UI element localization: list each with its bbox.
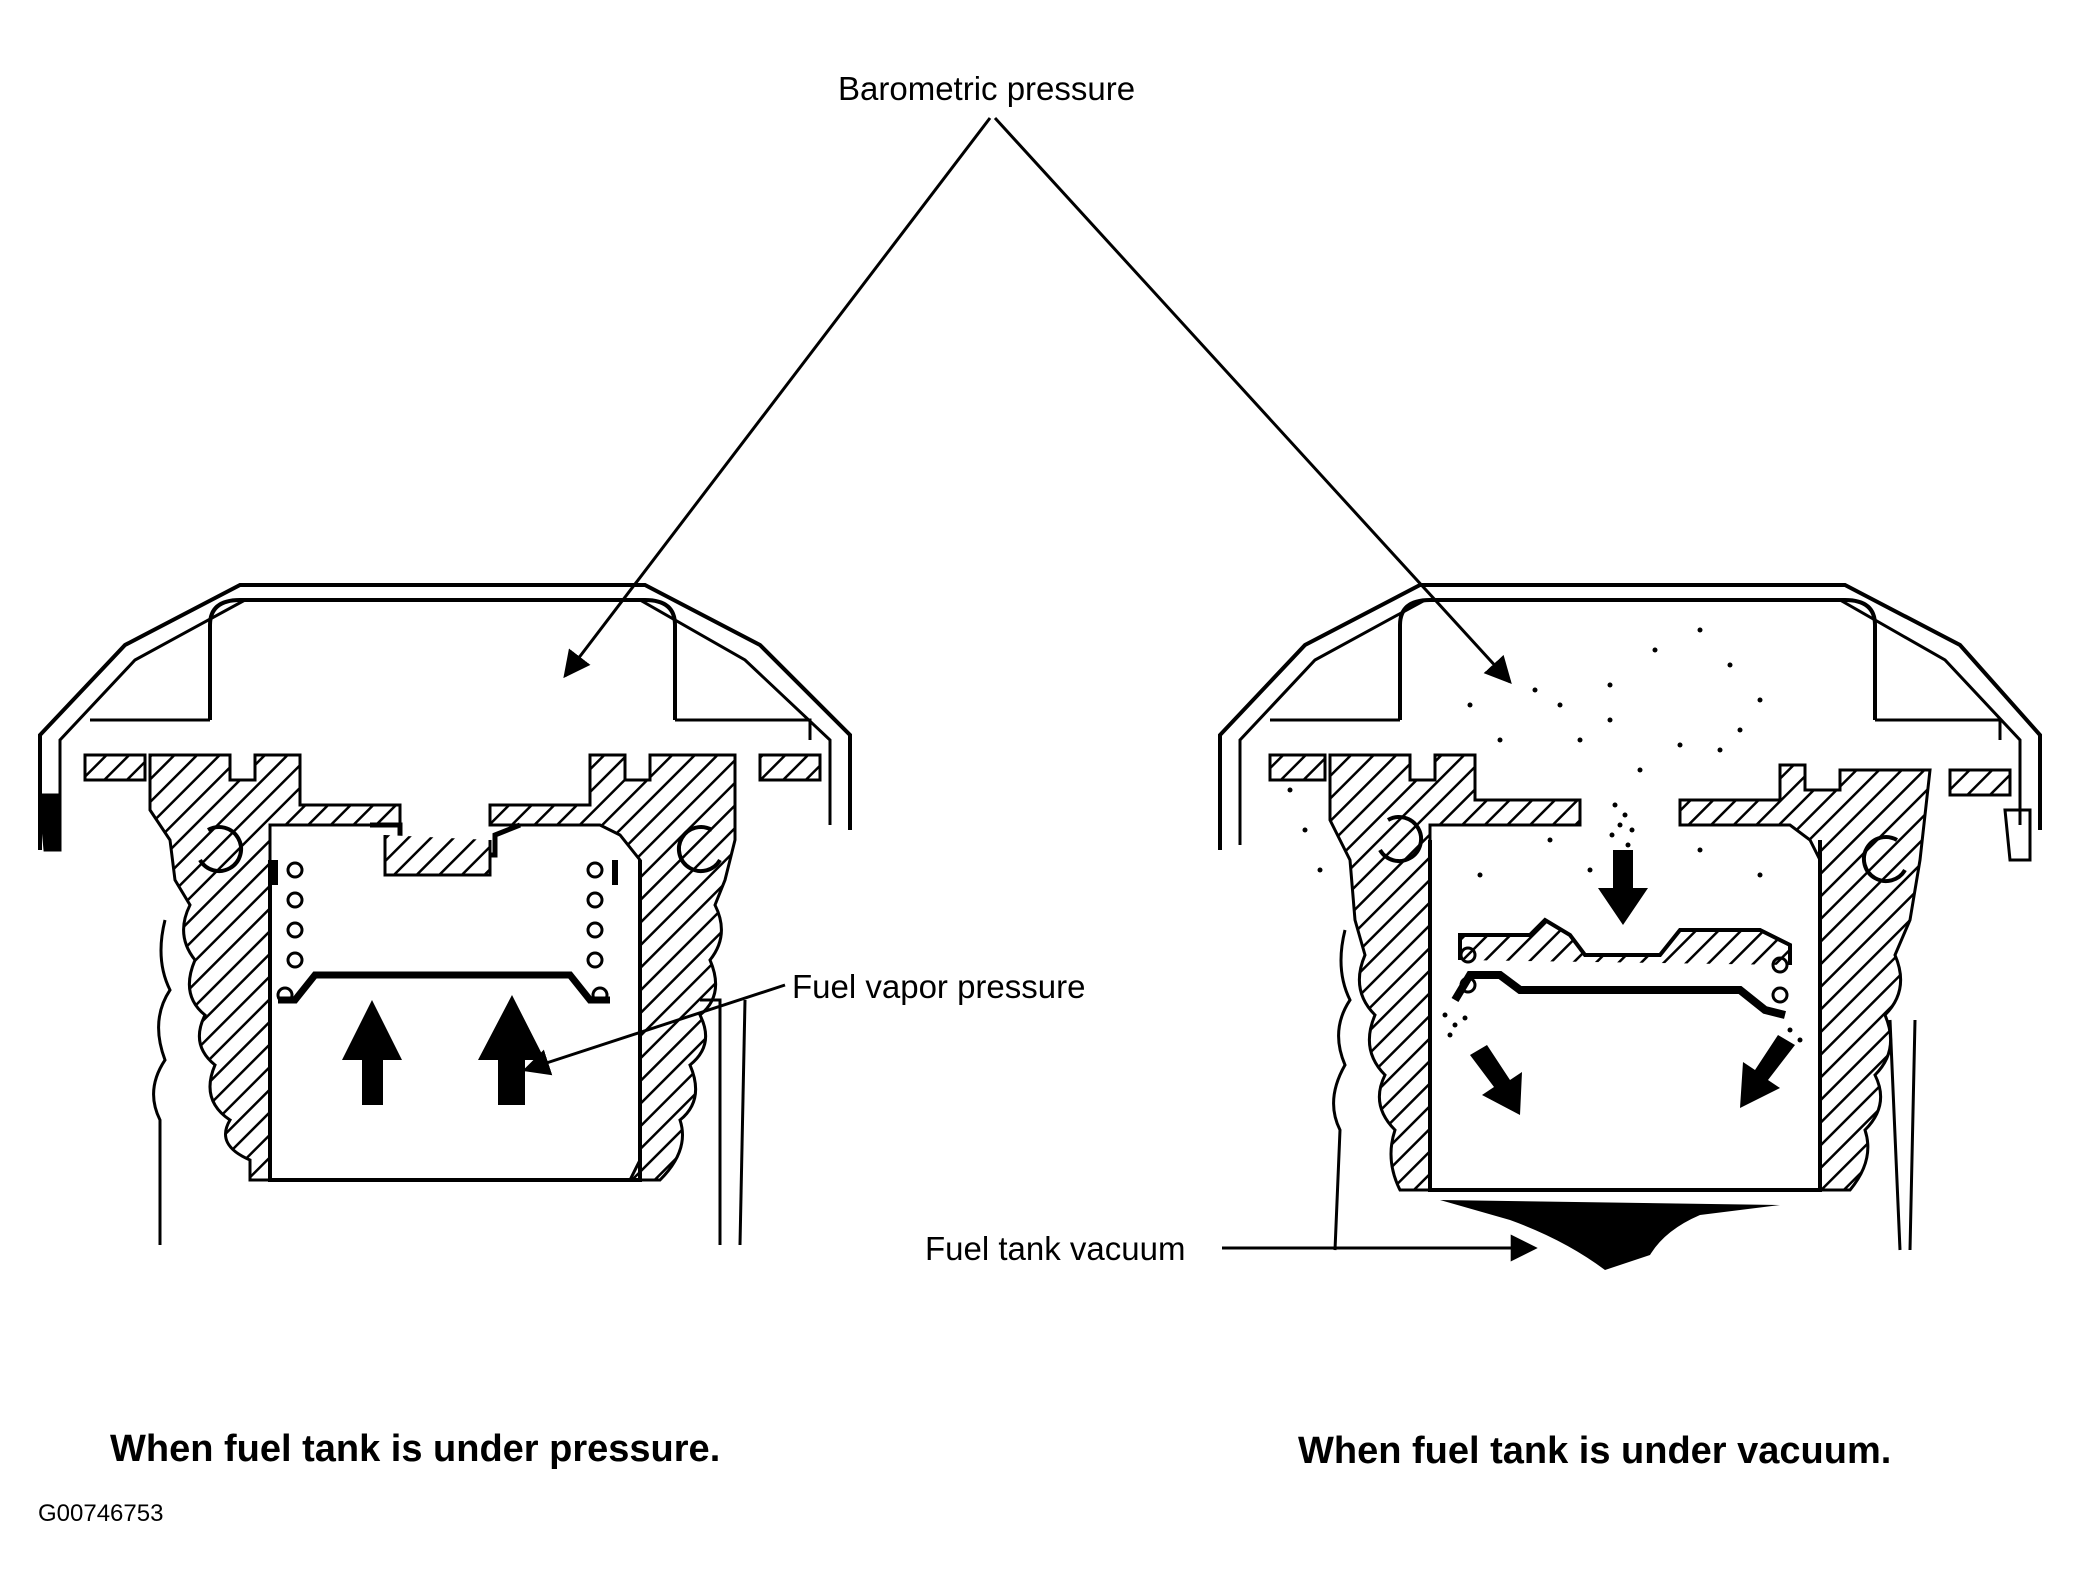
barometric-pressure-label: Barometric pressure <box>838 70 1136 107</box>
vacuum-suction-shape <box>1440 1200 1780 1270</box>
left-cap-body <box>148 753 402 1182</box>
fuel-tank-vacuum-label: Fuel tank vacuum <box>925 1230 1186 1267</box>
left-cap-shell <box>38 583 852 850</box>
up-arrow-icon <box>478 995 545 1105</box>
vacuum-flow-arrows <box>1440 850 1795 1270</box>
right-cap-body-right <box>1678 763 1932 1192</box>
vapor-pressure-arrows <box>342 995 545 1105</box>
left-valve-springs <box>276 861 609 1004</box>
left-cap-dome <box>208 598 677 720</box>
figure-id: G00746753 <box>38 1500 164 1527</box>
fuel-vapor-pressure-label: Fuel vapor pressure <box>792 968 1086 1005</box>
barometric-leader-right <box>993 116 1512 684</box>
diagonal-arrow-icon <box>1470 1045 1522 1115</box>
left-cap-body-right <box>488 753 737 1182</box>
right-cap-body <box>1328 753 1582 1192</box>
right-cap-assembly <box>1218 583 2042 1251</box>
air-flow-stipple <box>1287 627 1803 1048</box>
leader-lines <box>522 116 1538 1262</box>
right-cap-dome <box>1398 598 1877 720</box>
left-cap-assembly <box>38 583 852 1246</box>
caption-under-pressure: When fuel tank is under pressure. <box>110 1428 721 1470</box>
diagonal-arrow-icon <box>1740 1035 1795 1108</box>
barometric-leader-left <box>563 117 992 679</box>
up-arrow-icon <box>342 1000 402 1105</box>
right-cap-shell <box>1218 583 2042 850</box>
caption-under-vacuum: When fuel tank is under vacuum. <box>1298 1430 1892 1472</box>
vapor-leader <box>522 983 786 1076</box>
right-valve-springs <box>1459 946 1789 1004</box>
down-arrow-icon <box>1598 850 1648 925</box>
